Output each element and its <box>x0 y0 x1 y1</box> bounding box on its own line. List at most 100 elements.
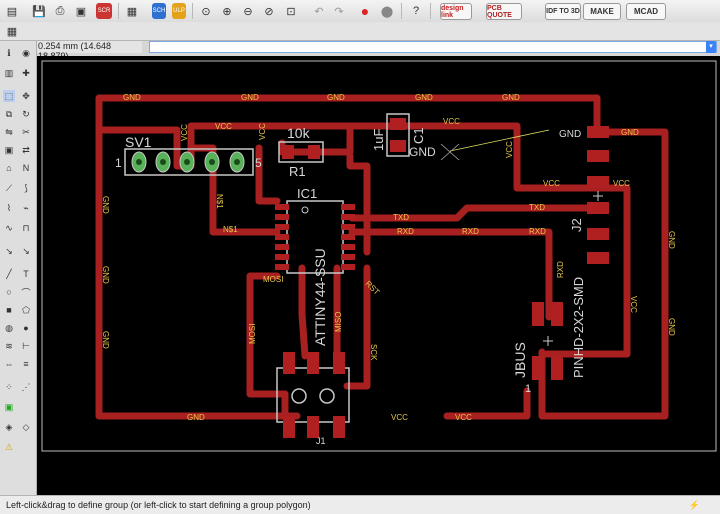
via-icon[interactable]: ◍ <box>5 322 13 333</box>
save-icon[interactable]: 💾 <box>32 5 46 18</box>
net-label-gnd: GND <box>187 413 205 422</box>
arc-icon[interactable]: ⌒ <box>21 287 31 298</box>
r1-value-label: 10k <box>287 125 311 141</box>
net-label-rxd: RXD <box>556 261 565 278</box>
zoom-in-icon[interactable]: ⊕ <box>222 5 232 18</box>
chevron-down-icon[interactable]: ▾ <box>706 41 716 53</box>
layers-icon[interactable]: ▤ <box>6 5 18 18</box>
board-icon[interactable]: ▦ <box>126 5 138 18</box>
redo-icon[interactable]: ↷ <box>334 5 344 18</box>
net-label-vcc: VCC <box>543 179 560 188</box>
jbus-label: JBUS <box>512 342 528 378</box>
gnd-c1-label: GND <box>409 145 436 159</box>
layer-stack-icon[interactable]: ≋ <box>5 340 13 351</box>
display-icon[interactable]: ▥ <box>4 67 14 78</box>
arrow-icon[interactable]: ↘ <box>5 245 13 256</box>
replace-icon[interactable]: ⇄ <box>22 144 30 155</box>
stop-icon[interactable]: ● <box>360 3 370 19</box>
split-icon[interactable]: ⟋ <box>5 182 13 193</box>
net-label-vcc: VCC <box>180 124 189 141</box>
rect-icon[interactable]: ■ <box>6 305 12 315</box>
hole-icon[interactable]: ● <box>23 323 29 333</box>
dimension-icon[interactable]: ⊢ <box>22 340 30 351</box>
mirror-icon[interactable]: ⇋ <box>5 126 13 137</box>
add-icon[interactable]: ▣ <box>4 144 14 155</box>
idf-to-3d-button[interactable]: IDF TO 3D <box>545 3 581 20</box>
script-icon[interactable]: SCR <box>96 3 112 19</box>
net-label-rxd: RXD <box>462 227 479 236</box>
wire-icon[interactable]: ∿ <box>5 222 13 233</box>
ratsnest-icon[interactable]: ⁘ <box>5 381 13 392</box>
ulp-icon[interactable]: ULP <box>172 3 186 19</box>
print-icon[interactable]: ⎙ <box>55 4 65 17</box>
net-label-rxd: RXD <box>529 227 546 236</box>
mark-icon[interactable]: ✚ <box>22 67 30 78</box>
net-label-mosi: MOSI <box>263 275 283 284</box>
polygon-icon[interactable]: ⬠ <box>22 304 30 315</box>
undo-icon[interactable]: ↶ <box>314 5 324 18</box>
ripup-icon[interactable]: ⌁ <box>23 202 29 213</box>
zoom-out-icon[interactable]: ⊖ <box>243 5 253 18</box>
go-icon[interactable]: ⬤ <box>380 5 394 18</box>
designlink-button[interactable]: design link <box>440 3 472 20</box>
measure-icon[interactable]: ⇔ <box>4 359 14 369</box>
sv1-label: SV1 <box>125 134 152 150</box>
info-icon[interactable]: ℹ <box>7 47 11 58</box>
board-canvas[interactable]: SV1 1 5 10k R1 IC1 ATTINY44-SSU C1 1uF J… <box>37 56 720 495</box>
net-label-txd: TXD <box>393 213 409 222</box>
signal-icon[interactable]: ↘ <box>22 245 30 256</box>
drc-icon[interactable]: ◈ <box>5 421 13 432</box>
command-line-input[interactable]: ▾ <box>149 41 717 53</box>
line-icon[interactable]: ╱ <box>6 268 12 279</box>
net-label-vcc: VCC <box>613 179 630 188</box>
text-icon[interactable]: T <box>23 269 29 279</box>
status-bar: Left-click&drag to define group (or left… <box>0 495 720 514</box>
ic1-value-label: ATTINY44-SSU <box>312 248 328 346</box>
sch-icon[interactable]: SCH <box>152 3 166 19</box>
c1-value-label: 1uF <box>371 129 386 151</box>
ic1-label: IC1 <box>297 186 317 201</box>
net-label-vcc: VCC <box>391 413 408 422</box>
name-icon[interactable]: N <box>22 163 30 173</box>
help-icon[interactable]: ? <box>412 5 420 17</box>
delete-icon[interactable]: ✂ <box>22 126 30 137</box>
make-button[interactable]: MAKE <box>583 3 621 20</box>
net-label-n1: N$1 <box>215 194 224 209</box>
board-drawing: SV1 1 5 10k R1 IC1 ATTINY44-SSU C1 1uF J… <box>41 60 717 452</box>
tool-palette: ℹ ◉ ▥ ✚ ⬚ ✥ ⧉ ↻ ⇋ ✂ ▣ ⇄ ⌂ N ⟋ ⟆ ⌇ ⌁ ∿ ⊓ … <box>0 41 37 495</box>
copy-icon[interactable]: ⧉ <box>5 108 13 119</box>
erc-icon[interactable]: ▣ <box>4 401 14 412</box>
net-label-vcc: VCC <box>443 117 460 126</box>
group-icon[interactable]: ⬚ <box>3 90 15 102</box>
attribute-icon[interactable]: ≡ <box>23 359 29 369</box>
coordinate-readout: 0.254 mm (14.648 18.879) <box>36 41 142 61</box>
errors-icon[interactable]: ◇ <box>22 421 30 432</box>
net-label-vcc: VCC <box>455 413 472 422</box>
circle-icon[interactable]: ○ <box>6 287 12 297</box>
move-icon[interactable]: ✥ <box>22 90 30 101</box>
jbus-pin1-label: 1 <box>525 383 531 395</box>
autorouter-icon[interactable]: ⋰ <box>21 381 31 392</box>
net-label-n1: N$1 <box>223 225 238 234</box>
status-message: Left-click&drag to define group (or left… <box>6 500 311 510</box>
optimize-icon[interactable]: ⟆ <box>24 182 28 193</box>
net-label-gnd: GND <box>667 231 676 249</box>
net-label-gnd: GND <box>621 128 639 137</box>
meander-icon[interactable]: ⊓ <box>22 222 30 233</box>
route-icon[interactable]: ⌇ <box>6 202 12 213</box>
lightning-icon: ⚡ <box>688 500 700 510</box>
r1-label: R1 <box>289 164 306 179</box>
net-label-mosi: MOSI <box>248 324 257 344</box>
zoom-fit-icon[interactable]: ⊙ <box>201 5 211 18</box>
pcb-quote-button[interactable]: PCB QUOTE <box>486 3 522 20</box>
show-icon[interactable]: ◉ <box>22 47 30 58</box>
rotate-icon[interactable]: ↻ <box>22 108 30 119</box>
mcad-button[interactable]: MCAD <box>626 3 666 20</box>
warning-icon[interactable]: ⚠ <box>4 441 14 452</box>
zoom-redraw-icon[interactable]: ⊘ <box>264 5 274 18</box>
lock-icon[interactable]: ⌂ <box>6 163 12 173</box>
net-label-txd: TXD <box>529 203 545 212</box>
zoom-select-icon[interactable]: ⊡ <box>286 5 296 18</box>
cam-icon[interactable]: ▣ <box>75 5 87 18</box>
grid-icon[interactable]: ▦ <box>6 25 18 38</box>
